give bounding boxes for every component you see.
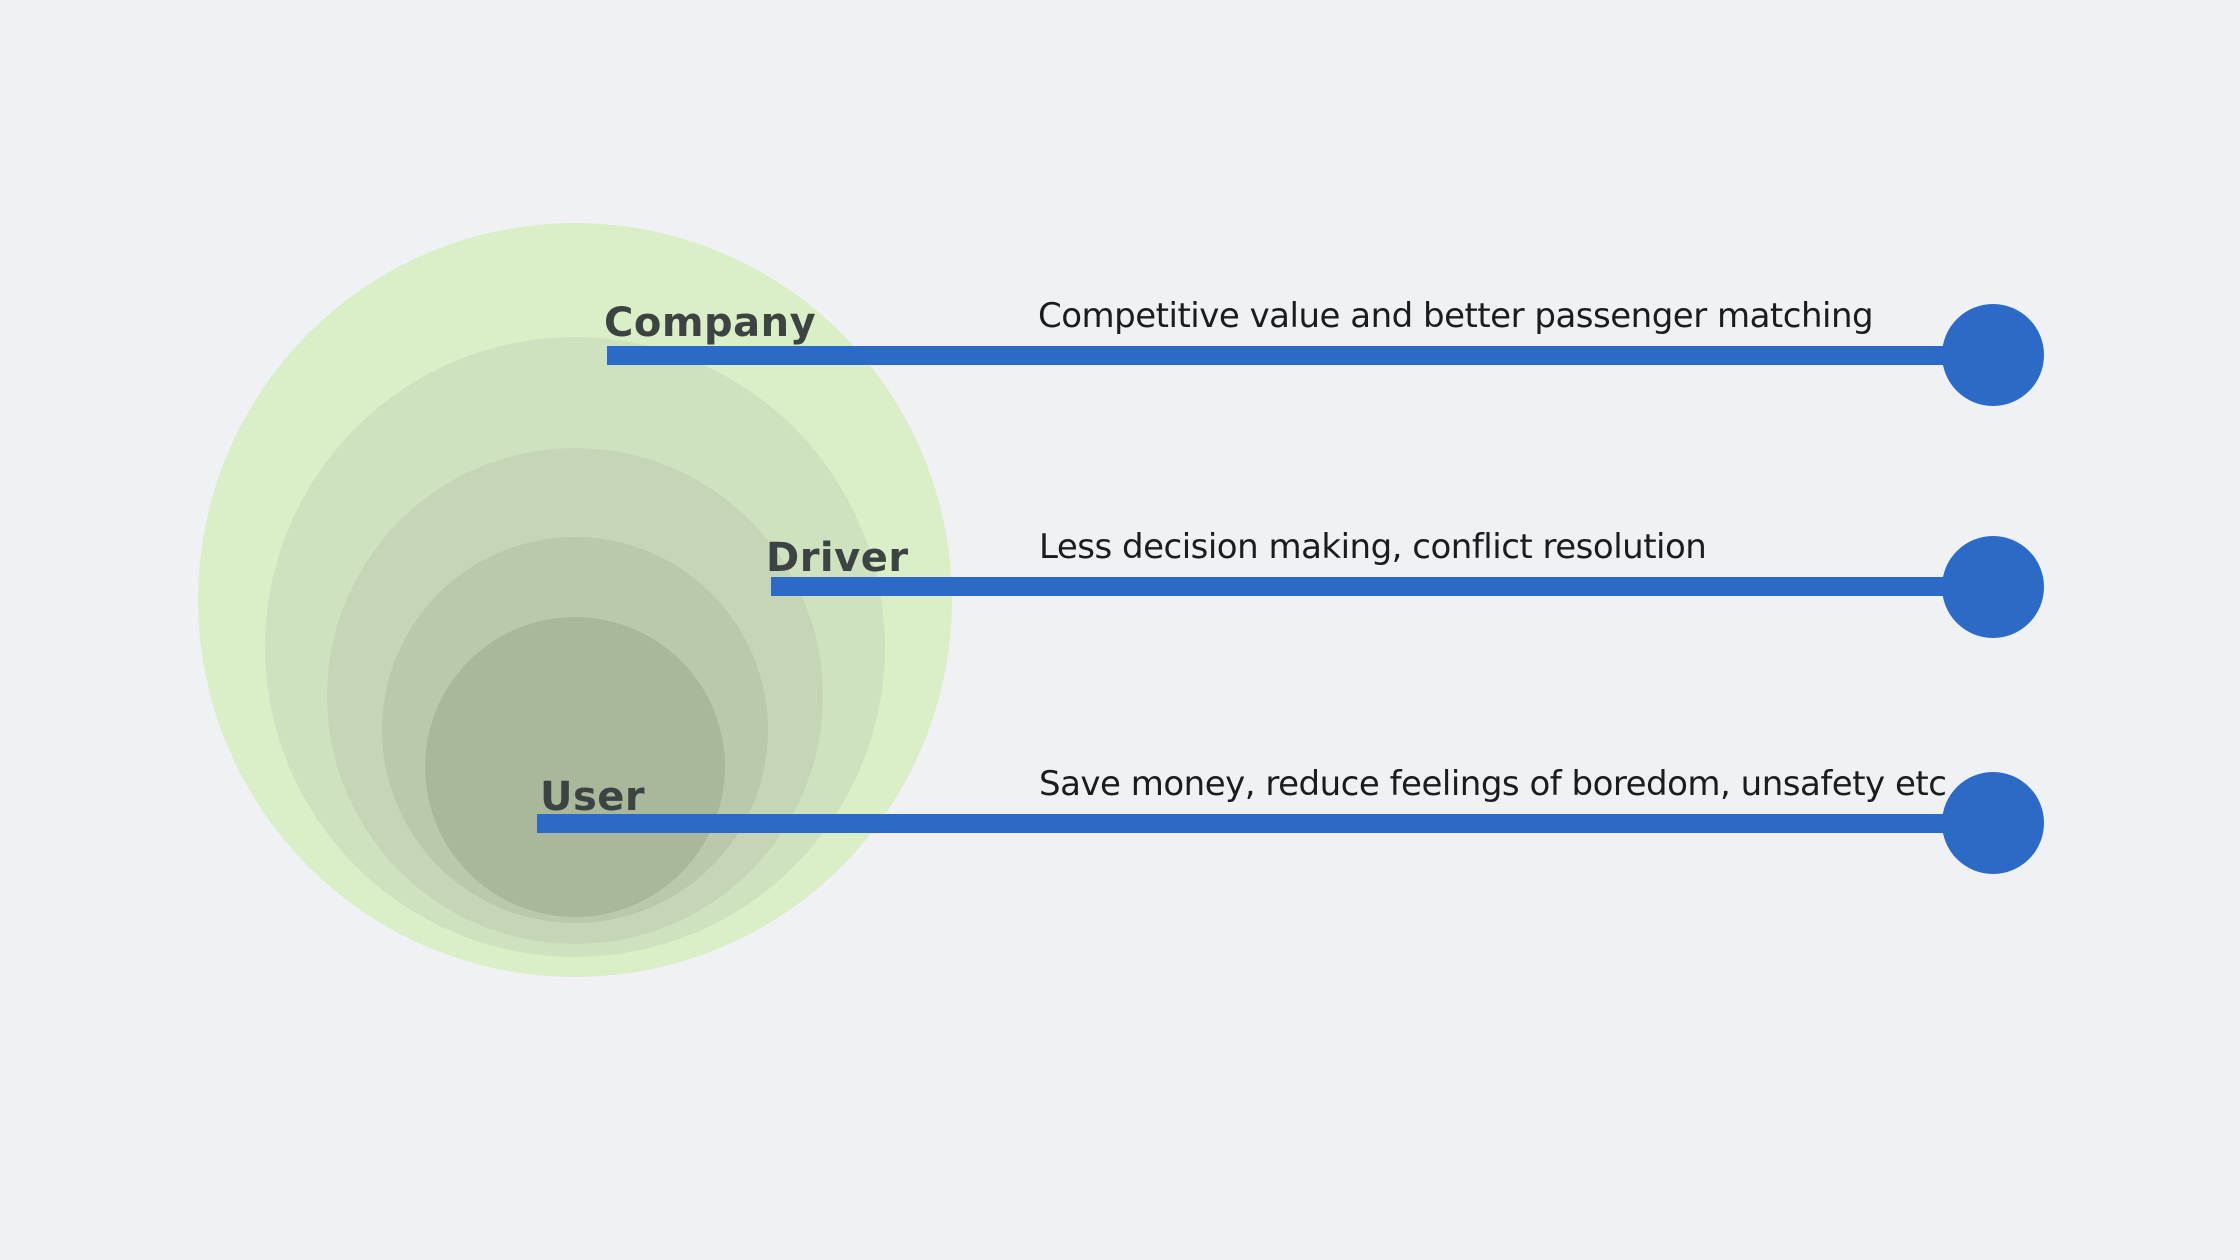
endpoint-dot-user xyxy=(1942,772,2044,874)
connector-line-user xyxy=(537,814,1993,833)
row-label-company: Company xyxy=(604,300,817,346)
row-description-company: Competitive value and better passenger m… xyxy=(1038,296,1874,336)
concentric-circle-5-inner xyxy=(425,617,725,917)
connector-line-driver xyxy=(771,577,1993,596)
row-label-driver: Driver xyxy=(766,535,909,581)
endpoint-dot-company xyxy=(1942,304,2044,406)
endpoint-dot-driver xyxy=(1942,536,2044,638)
row-description-driver: Less decision making, conflict resolutio… xyxy=(1039,527,1707,567)
connector-line-company xyxy=(607,346,1993,365)
row-label-user: User xyxy=(540,774,646,820)
row-description-user: Save money, reduce feelings of boredom, … xyxy=(1039,764,1947,804)
